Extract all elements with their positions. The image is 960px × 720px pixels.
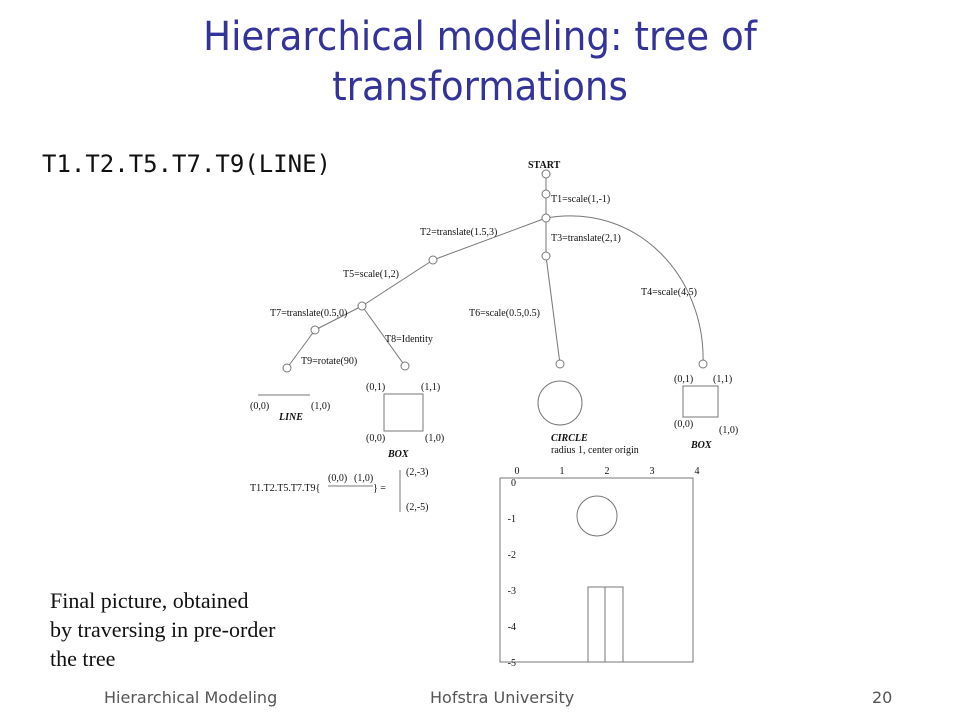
t5-label: T5=scale(1,2) (343, 269, 399, 280)
circle-name: CIRCLE (551, 433, 588, 444)
box1-br-label: (1,0) (425, 433, 444, 444)
caption-line-1: Final picture, obtained (50, 588, 249, 613)
t9-label: T9=rotate(90) (301, 356, 357, 367)
title-line-2: transformations (332, 64, 628, 110)
final-picture: 0 1 2 3 4 0 -1 -2 -3 -4 -5 (499, 466, 700, 669)
x-tick-label: 3 (650, 466, 655, 477)
t6-label: T6=scale(0.5,0.5) (469, 308, 540, 319)
tree-node (541, 213, 551, 223)
tree-node (282, 363, 292, 373)
t8-label: T8=Identity (385, 334, 433, 345)
equation-eq: } = (373, 483, 386, 494)
footer-university: Hofstra University (430, 688, 575, 707)
tree-node (400, 361, 410, 371)
y-tick-label: -4 (508, 622, 516, 633)
y-tick-label: -2 (508, 550, 516, 561)
t7-label: T7=translate(0.5,0) (270, 308, 347, 319)
tree-node (541, 189, 551, 199)
t3-label: T3=translate(2,1) (551, 233, 621, 244)
transform-formula: T1.T2.T5.T7.T9(LINE) (42, 150, 331, 178)
box1-bl-label: (0,0) (366, 433, 385, 444)
page-number: 20 (872, 688, 893, 707)
tree-node (555, 359, 565, 369)
y-tick-label: 0 (511, 478, 516, 489)
line-p0-label: (0,0) (250, 401, 269, 412)
title-line-1: Hierarchical modeling: tree of (203, 14, 757, 60)
tree-node (310, 325, 320, 335)
tree-node (541, 251, 551, 261)
tree-node (541, 169, 551, 179)
footer-title: Hierarchical Modeling (104, 688, 278, 707)
box1-name: BOX (387, 449, 409, 460)
start-label: START (528, 160, 561, 171)
t4-label: T4=scale(4,5) (641, 287, 697, 298)
line-p1-label: (1,0) (311, 401, 330, 412)
caption-line-2: by traversing in pre-order (50, 617, 276, 642)
line-name: LINE (278, 412, 303, 423)
y-tick-label: -5 (508, 658, 516, 669)
tree-node (357, 301, 367, 311)
tree-node (698, 359, 708, 369)
caption-line-3: the tree (50, 646, 116, 671)
t2-label: T2=translate(1.5,3) (420, 227, 497, 238)
equation-in1: (1,0) (354, 473, 373, 484)
x-tick-label: 2 (605, 466, 610, 477)
equation-in0: (0,0) (328, 473, 347, 484)
equation-out0: (2,-3) (406, 467, 429, 478)
box2-bl-label: (0,0) (674, 419, 693, 430)
equation-lhs: T1.T2.T5.T7.T9{ (250, 483, 320, 494)
x-tick-label: 1 (560, 466, 565, 477)
box2-tl-label: (0,1) (674, 374, 693, 385)
circle-desc: radius 1, center origin (551, 445, 639, 456)
x-tick-label: 0 (515, 466, 520, 477)
t1-label: T1=scale(1,-1) (551, 194, 610, 205)
y-tick-label: -1 (508, 514, 516, 525)
transformation-tree-diagram: START T1=scale(1,-1) T2=translate(1.5,3)… (250, 160, 738, 669)
caption: Final picture, obtained by traversing in… (50, 586, 275, 673)
tree-node (428, 255, 438, 265)
equation-out1: (2,-5) (406, 502, 429, 513)
y-tick-label: -3 (508, 586, 516, 597)
slide-title: Hierarchical modeling: tree of transform… (34, 12, 927, 112)
box2-br-label: (1,0) (719, 425, 738, 436)
box2-name: BOX (690, 440, 712, 451)
box1-tl-label: (0,1) (366, 382, 385, 393)
box2-tr-label: (1,1) (713, 374, 732, 385)
x-tick-label: 4 (695, 466, 700, 477)
box1-tr-label: (1,1) (421, 382, 440, 393)
